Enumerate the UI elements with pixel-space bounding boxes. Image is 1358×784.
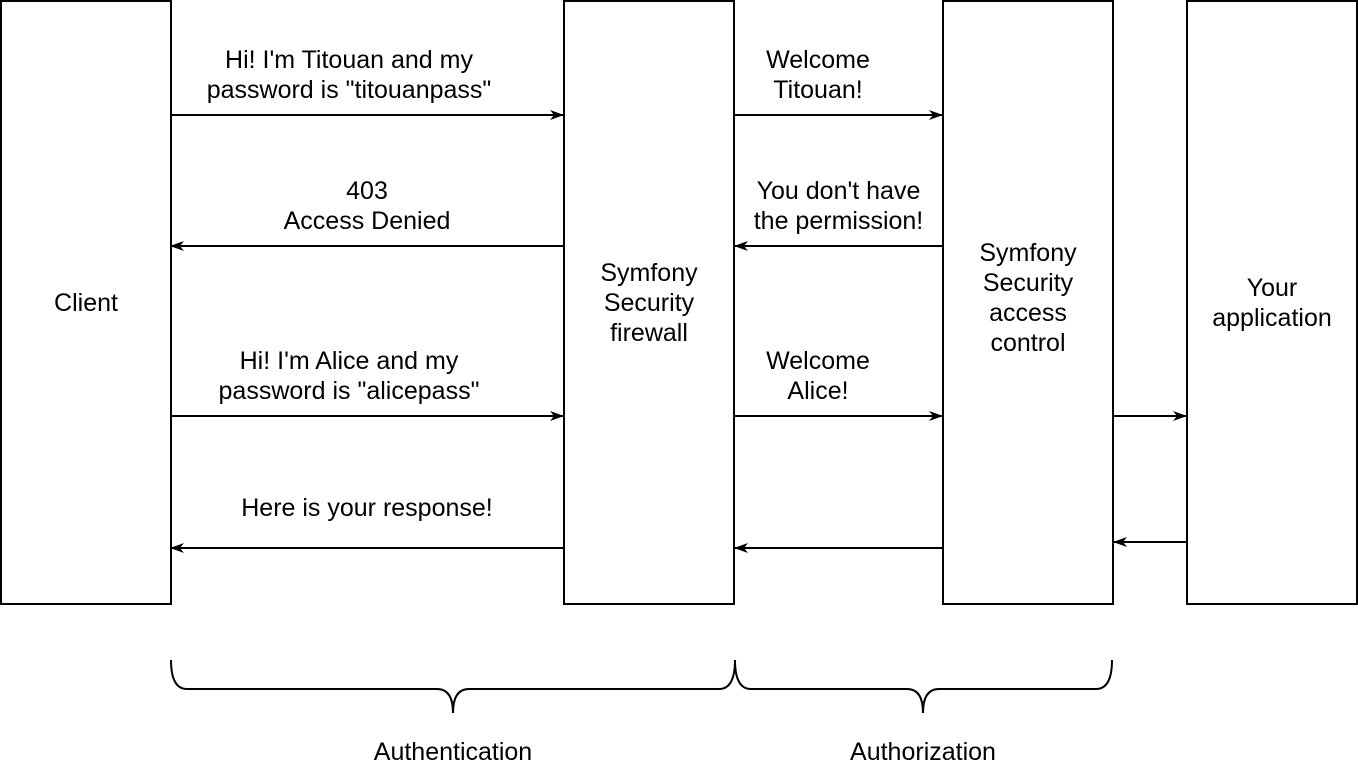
message-alice-login: Hi! I'm Alice and my password is "alicep… xyxy=(218,347,480,405)
firewall-label: Symfony Security firewall xyxy=(600,258,698,347)
access-control-label: Symfony Security access control xyxy=(979,238,1077,357)
application-box: Your application xyxy=(1186,0,1358,605)
message-titouan-login: Hi! I'm Titouan and my password is "tito… xyxy=(206,46,492,104)
client-box: Client xyxy=(0,0,172,605)
message-welcome-titouan: Welcome Titouan! xyxy=(766,46,870,104)
client-label: Client xyxy=(54,288,118,317)
authorization-label: Authorization xyxy=(850,738,996,766)
message-response: Here is your response! xyxy=(241,494,493,522)
authentication-label: Authentication xyxy=(373,738,533,766)
access-control-box: Symfony Security access control xyxy=(942,0,1114,605)
message-no-permission: You don't have the permission! xyxy=(753,177,924,235)
application-label: Your application xyxy=(1212,273,1332,332)
message-welcome-alice: Welcome Alice! xyxy=(766,347,870,405)
authentication-bracket xyxy=(170,659,736,714)
message-access-denied: 403 Access Denied xyxy=(283,177,451,235)
firewall-box: Symfony Security firewall xyxy=(563,0,735,605)
authorization-bracket xyxy=(734,659,1113,714)
